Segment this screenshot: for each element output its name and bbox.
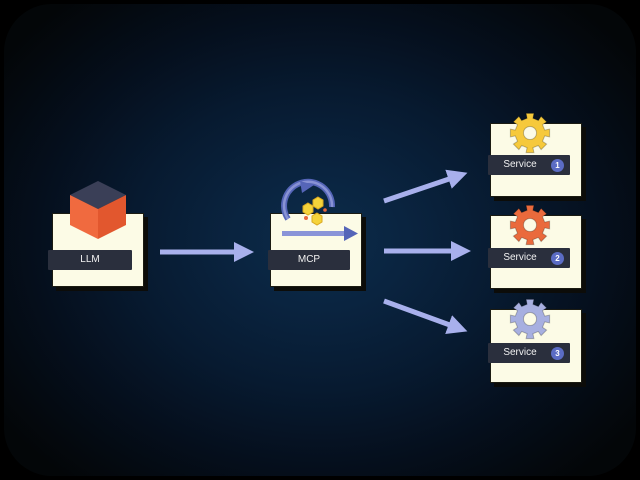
- llm-node: LLM: [48, 181, 148, 291]
- service-node-3: Service 3: [488, 298, 586, 387]
- service-label-2: Service: [488, 248, 570, 268]
- mcp-label: MCP: [268, 250, 350, 270]
- service-number-badge-2: 2: [551, 252, 564, 265]
- arrow-mcp-to-service-3: [383, 298, 468, 334]
- service-label-1: Service: [488, 155, 570, 175]
- service-label-3: Service: [488, 343, 570, 363]
- gear-icon: [509, 112, 551, 154]
- gear-icon: [509, 298, 551, 340]
- mcp-node: MCP: [268, 178, 366, 291]
- service-node-2: Service 2: [488, 204, 586, 293]
- gear-icon: [509, 204, 551, 246]
- cycle-hexagons-icon: [281, 178, 358, 241]
- service-number-badge-1: 1: [551, 159, 564, 172]
- service-node-1: Service 1: [488, 112, 586, 201]
- arrow-mcp-to-service-1: [383, 169, 468, 204]
- cube-icon: [70, 181, 126, 239]
- llm-label: LLM: [48, 250, 132, 270]
- service-number-badge-3: 3: [551, 347, 564, 360]
